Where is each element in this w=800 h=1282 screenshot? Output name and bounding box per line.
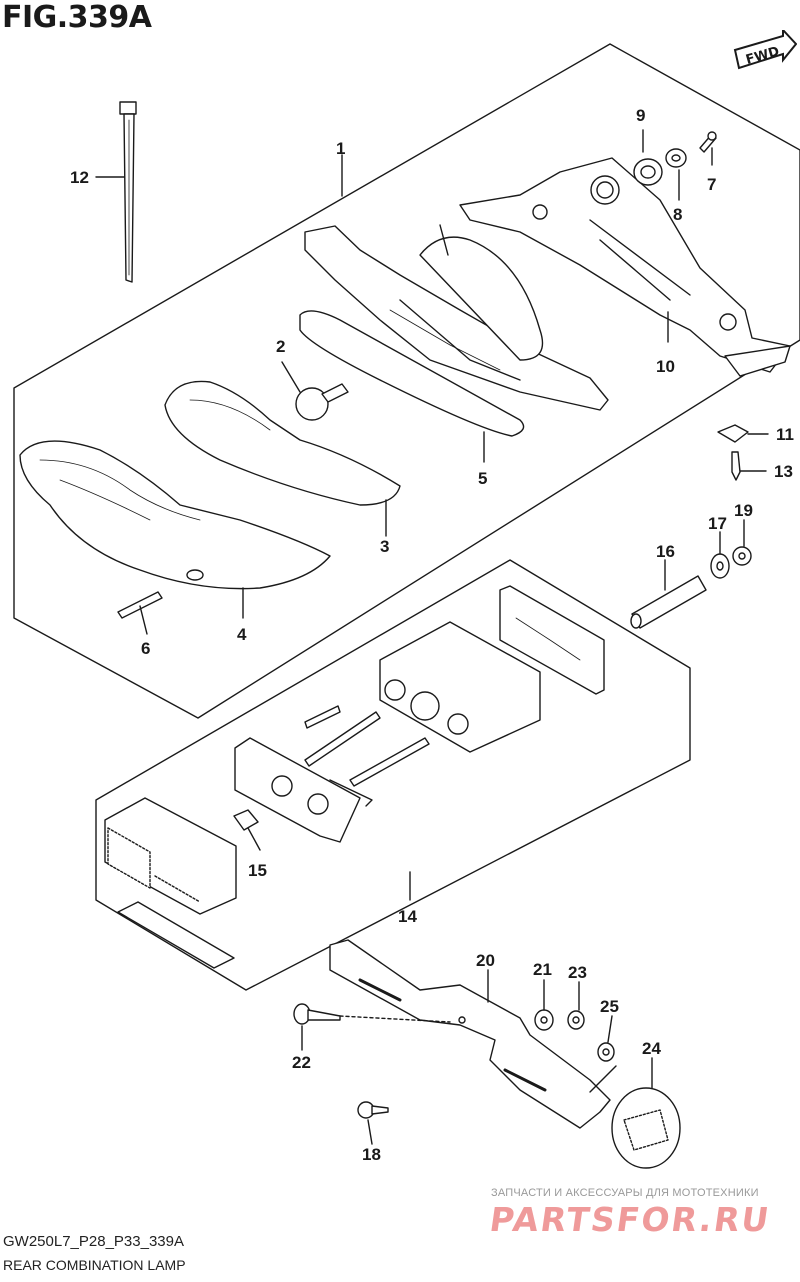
figure-title: FIG.339A [2,0,152,35]
bulb-2 [281,361,349,421]
fwd-arrow-icon: FWD [733,27,798,76]
callout-7: 7 [707,175,716,194]
license-lamp-reflector [117,901,235,969]
lamp-socket-plate [234,737,373,843]
callout-8: 8 [673,205,682,224]
washer-17 [710,553,730,579]
callout-18: 18 [362,1145,381,1164]
assembly-1-border [13,43,800,719]
callout-6: 6 [141,639,150,658]
inner-lens-3 [164,380,401,506]
license-lamp-gasket [499,585,605,695]
collar-16 [630,575,707,629]
callout-3: 3 [380,537,389,556]
callout-25: 25 [600,997,619,1016]
washer-21 [534,1009,554,1031]
callout-24: 24 [642,1039,661,1058]
callout-1: 1 [336,139,345,158]
stud-bolt-a [304,711,381,767]
diagram-name: REAR COMBINATION LAMP [3,1257,186,1273]
assembly-14-border [95,559,691,991]
callout-labels: 1 2 3 4 5 6 7 8 9 10 11 12 13 14 15 16 1… [70,106,794,1164]
fastener-18 [357,1101,389,1119]
callout-2: 2 [276,337,285,356]
bulb-15 [233,809,259,831]
diagram-code: GW250L7_P28_P33_339A [3,1233,184,1250]
nut-25 [597,1042,615,1062]
license-lamp-lens [104,797,237,915]
callout-4: 4 [237,625,247,644]
stud-bolt-b [349,737,430,787]
clip-nut-11 [717,424,749,443]
screw-lamp [304,705,341,729]
outer-lens-4 [19,440,331,590]
screw-7 [699,131,717,166]
callout-9: 9 [636,106,645,125]
callout-22: 23 [568,963,587,982]
nut-19 [732,546,752,566]
license-lamp-body [379,621,541,753]
callout-19: 19 [734,501,753,520]
gasket-5 [299,310,525,437]
grommet-9 [633,129,663,186]
callout-21: 21 [533,960,552,979]
callout-22-label: 22 [292,1053,311,1072]
callout-10: 10 [656,357,675,376]
callout-5: 5 [478,469,487,488]
nut-23 [567,1010,585,1030]
washer-8 [665,148,687,201]
lamp-housing [304,224,609,411]
bolt-22 [293,1003,451,1025]
callout-17: 17 [708,514,727,533]
cable-tie-12 [119,101,137,283]
screw-6 [117,591,163,619]
watermark-tagline: ЗАПЧАСТИ И АКСЕССУАРЫ ДЛЯ МОТОТЕХНИКИ [491,1187,759,1199]
callout-15: 15 [248,861,267,880]
callout-11: 11 [776,425,794,444]
callout-13: 13 [774,462,793,481]
callout-12: 12 [70,168,89,187]
callout-16: 16 [656,542,675,561]
reflector-24 [589,1065,681,1169]
screw-13 [731,451,741,481]
bracket-20 [329,939,611,1129]
callout-14: 14 [398,907,417,926]
bracket-10 [459,157,791,377]
callout-20: 20 [476,951,495,970]
watermark-logo: PARTSFOR.RU [487,1200,774,1239]
